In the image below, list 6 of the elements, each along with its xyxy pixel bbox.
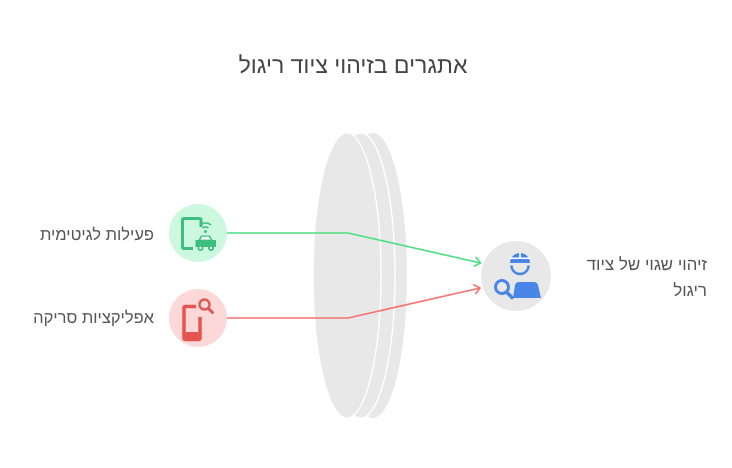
node-label: זיהוי שגוי של ציוד ריגול	[586, 254, 707, 302]
node-label: פעילות לגיטימית	[40, 225, 154, 245]
title: אתגרים בזיהוי ציוד ריגול	[238, 51, 468, 79]
arrow	[227, 232, 482, 267]
arrow	[227, 284, 481, 319]
node-label: אפליקציות סריקה	[33, 308, 154, 328]
